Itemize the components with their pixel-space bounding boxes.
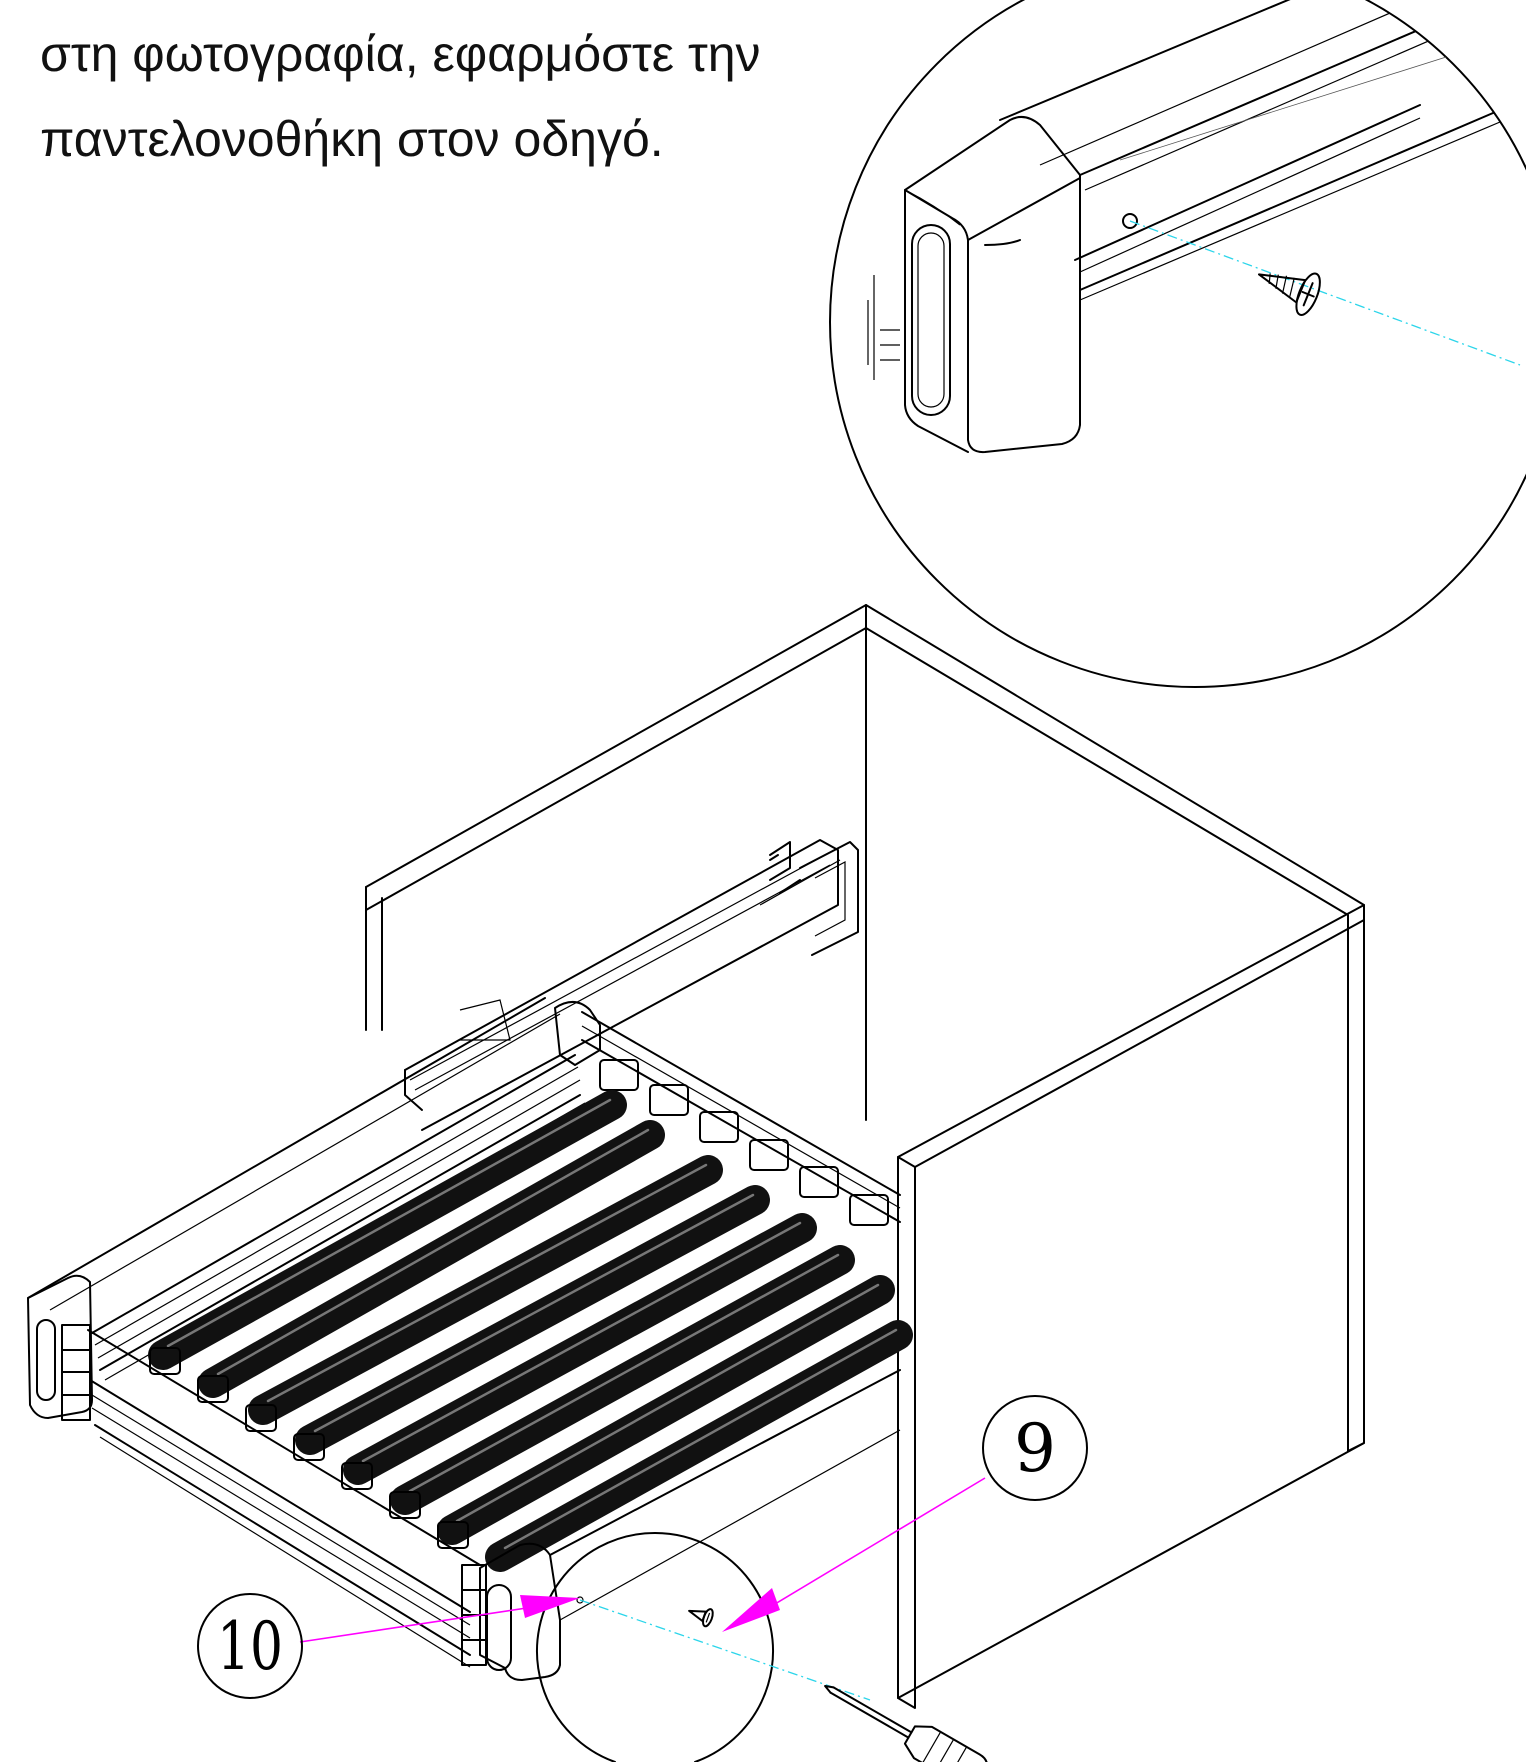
detail-magnifier	[829, 0, 1526, 688]
instruction-line-2: παντελονοθήκη στον οδηγό.	[40, 111, 664, 167]
drawer-guide	[404, 839, 859, 1131]
screw-icon	[688, 1608, 714, 1628]
callout-rack-number: 10	[217, 1608, 283, 1685]
detail-screw-hole	[1122, 213, 1138, 229]
cabinet-side-panel	[897, 904, 1365, 1699]
detail-rail	[999, 0, 1501, 301]
screw-centerline	[579, 1599, 871, 1701]
trouser-rack	[27, 997, 913, 1681]
detail-end-cap	[867, 115, 1081, 454]
callout-rack: 10	[197, 1593, 580, 1699]
rod-6	[390, 1245, 855, 1515]
detail-centerline	[1129, 220, 1521, 366]
rod-5	[343, 1213, 817, 1485]
rack-back-rail	[554, 1001, 901, 1226]
rod-7	[437, 1275, 895, 1545]
detail-circle	[829, 0, 1526, 688]
callout-screw: 9	[722, 1395, 1088, 1632]
rack-screw-hole	[576, 1596, 584, 1604]
rod-8	[485, 1320, 913, 1572]
cabinet	[365, 604, 1365, 1709]
rack-left-end-cap	[27, 1274, 93, 1421]
rack-front-rail	[87, 1329, 481, 1668]
rod-3	[248, 1155, 723, 1425]
rod-4	[295, 1185, 770, 1455]
rack-rods	[148, 1090, 913, 1572]
callout-screw-number: 9	[1014, 1410, 1056, 1487]
detail-screw-icon	[1258, 272, 1321, 316]
rod-1	[148, 1090, 627, 1370]
rack-right-end-cap	[461, 1369, 901, 1681]
instruction-line-1: στη φωτογραφία, εφαρμόστε την	[40, 26, 761, 82]
detail-reference-circle	[536, 1532, 774, 1762]
screwdriver-icon	[824, 1685, 989, 1762]
instruction-text: στη φωτογραφία, εφαρμόστε την παντελονοθ…	[40, 12, 761, 182]
rod-2	[198, 1120, 665, 1398]
